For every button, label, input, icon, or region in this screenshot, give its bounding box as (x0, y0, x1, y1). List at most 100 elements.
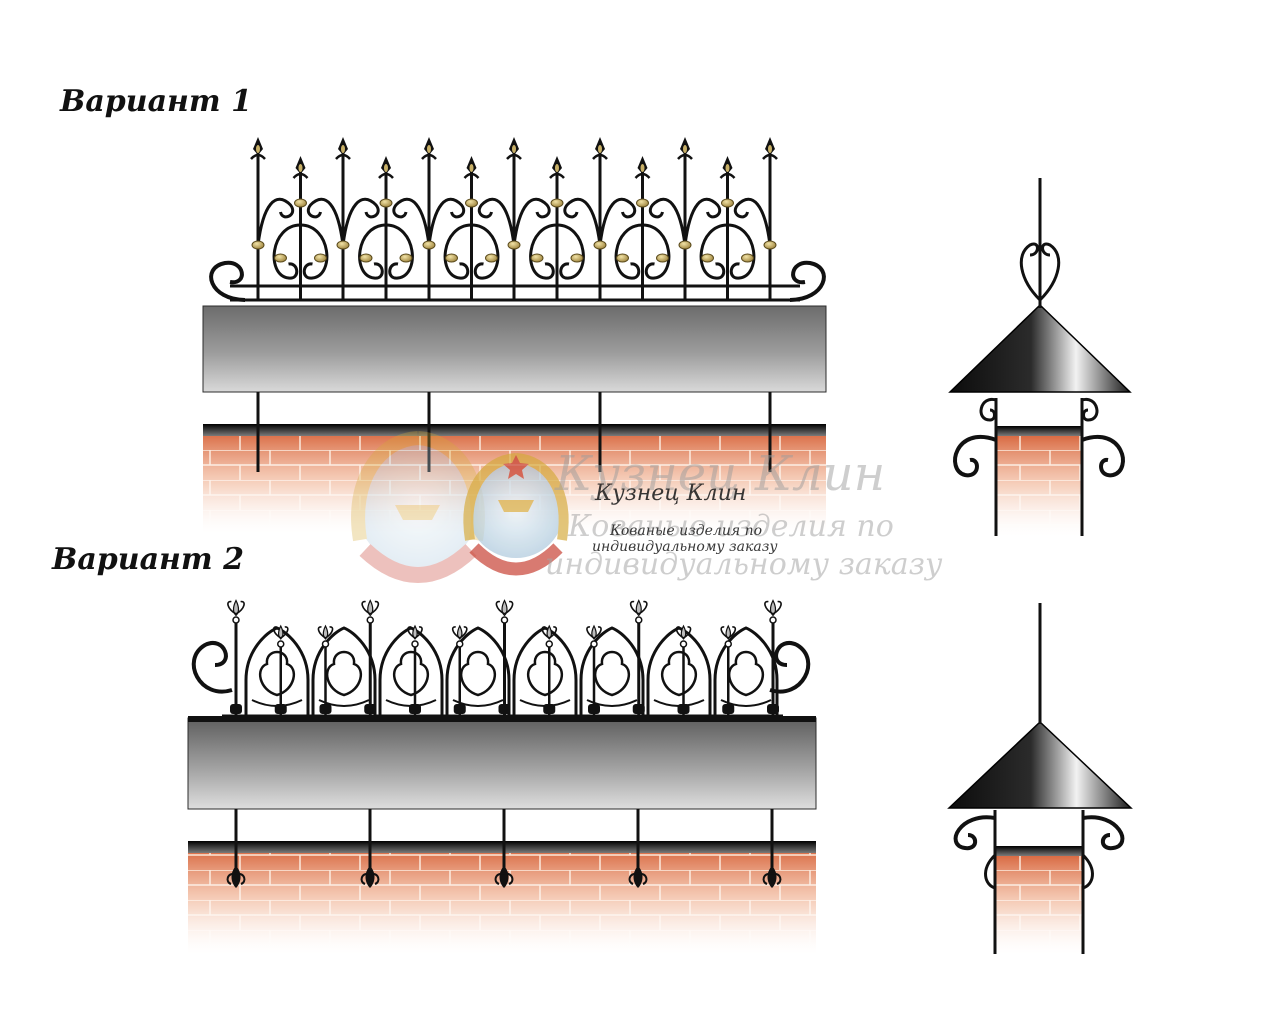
scroll-icon (191, 641, 233, 694)
collar (453, 704, 466, 714)
spear-finial-icon (250, 137, 266, 300)
spear-finial-icon (677, 137, 693, 300)
trefoil-arch-icon (445, 626, 511, 716)
lily-finial-icon (586, 624, 602, 648)
variant-1-title: Вариант 1 (60, 84, 252, 119)
lily-finial-icon (227, 599, 245, 624)
cap-beam (187, 717, 817, 810)
anchor-finial (494, 809, 514, 888)
trefoil-arch-icon (311, 626, 377, 716)
scroll-icon (209, 260, 246, 302)
lily-finial-icon (629, 599, 648, 624)
anchor-finial (628, 809, 648, 888)
scroll-icon (789, 260, 826, 302)
lily-finial-icon (407, 624, 423, 648)
brass-collar (593, 240, 607, 250)
lily-finial-icon (495, 599, 514, 624)
brass-collar (399, 253, 413, 263)
brass-collar (359, 253, 373, 263)
watermark-tagline-2-large: индивидуальному заказу (545, 547, 943, 582)
collar (722, 704, 735, 714)
watermark-tagline-2: индивидуальному заказу (592, 539, 778, 555)
spear-finial-icon (335, 137, 351, 300)
scroll-panel (512, 156, 602, 300)
collar (677, 704, 690, 714)
scroll-panel (256, 156, 345, 300)
brass-collar (251, 240, 265, 250)
brass-collar (550, 198, 564, 208)
watermark-brand: Кузнец Клин (594, 481, 746, 506)
scroll-icon (953, 815, 996, 851)
emblem-icon (463, 453, 569, 576)
scroll-icon (953, 435, 997, 478)
scroll-icon (979, 397, 997, 422)
spear-finial-icon (378, 156, 394, 300)
spear-finial-icon (506, 137, 522, 300)
lily-finial-icon (675, 624, 692, 648)
pillar-roof (947, 720, 1133, 809)
brick-wall (188, 841, 816, 954)
scroll-icon (1081, 397, 1099, 422)
lily-finial-icon (451, 624, 468, 648)
brass-collar (763, 240, 777, 250)
scroll-panel (683, 156, 772, 300)
watermark-tagline-1: Кованые изделия по (609, 523, 762, 539)
brass-collar (530, 253, 544, 263)
trefoil-arch-icon (378, 626, 444, 716)
collar (498, 704, 511, 714)
lily-finial-icon (361, 599, 380, 624)
collar (543, 704, 556, 714)
brass-collar (379, 198, 393, 208)
brass-collar (485, 253, 498, 263)
brass-collar (741, 253, 754, 263)
scroll-panel (341, 156, 431, 300)
trefoil-arch-icon (579, 626, 645, 716)
lily-finial-icon (272, 624, 289, 648)
cap-beam (202, 305, 827, 393)
collar (632, 704, 645, 714)
brass-collar (678, 240, 692, 250)
spear-finial-icon (592, 137, 608, 300)
lily-finial-icon (317, 624, 334, 648)
brass-collar (336, 240, 350, 250)
spear-finial-icon (549, 156, 565, 300)
scroll-panel (427, 156, 516, 300)
scroll-icon (1038, 242, 1061, 302)
brass-collar (274, 253, 287, 263)
brass-collar (721, 198, 734, 208)
brass-collar (465, 198, 478, 208)
brass-collar (570, 253, 584, 263)
scroll-icon (1081, 435, 1125, 478)
brass-collar (701, 253, 714, 263)
spear-finial-icon (762, 137, 778, 300)
collar (588, 704, 600, 714)
collar (230, 704, 242, 714)
trefoil-arch-icon (244, 626, 310, 716)
variant-2-fence (187, 599, 817, 954)
variant-1-pillar (948, 178, 1132, 536)
pillar-roof (948, 303, 1132, 393)
lily-finial-icon (764, 599, 782, 624)
scroll-icon (1082, 815, 1125, 851)
anchor-finial (360, 809, 380, 888)
scroll-icon (769, 641, 811, 694)
brass-collar (422, 240, 436, 250)
brass-collar (656, 253, 669, 263)
spear-finial-icon (463, 156, 480, 300)
anchor-finial (226, 809, 246, 888)
brass-collar (294, 198, 307, 208)
trefoil-arch-icon (646, 626, 712, 716)
scroll-panel (598, 156, 687, 300)
watermark-brand-large: Кузнец Клин (554, 446, 885, 502)
collar (274, 704, 287, 714)
emblem-icon (351, 431, 485, 583)
brass-collar (507, 240, 521, 250)
collar (319, 704, 332, 714)
brass-collar (445, 253, 458, 263)
lily-finial-icon (541, 624, 558, 648)
variant-2-title: Вариант 2 (52, 542, 244, 577)
spear-finial-icon (719, 156, 736, 300)
collar (409, 704, 421, 714)
watermark-tagline-1-large: Кованые изделия по (567, 509, 894, 544)
